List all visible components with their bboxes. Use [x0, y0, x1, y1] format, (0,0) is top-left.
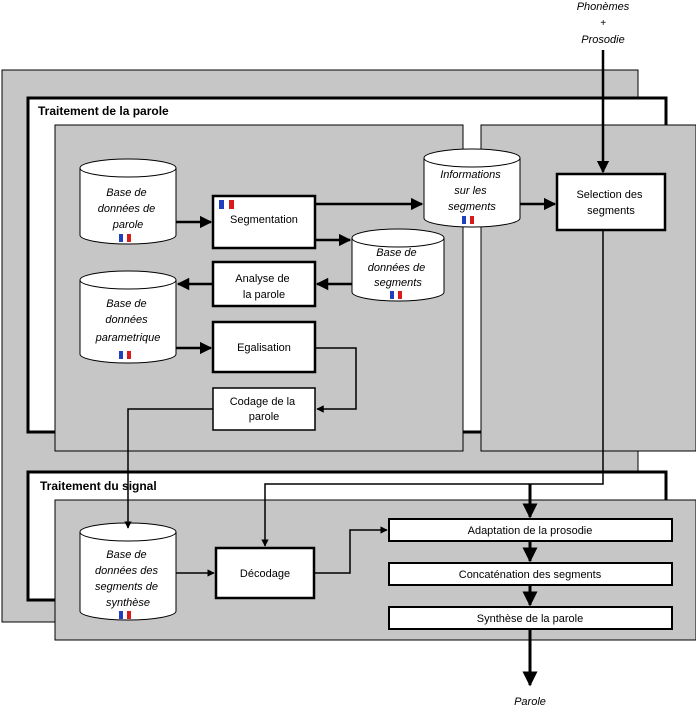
speech-output-label: Parole [514, 696, 546, 708]
parametric-database: Base de données parametrique [79, 270, 177, 364]
svg-text:Egalisation: Egalisation [237, 342, 291, 354]
arrow-selection-to-decoding [261, 230, 604, 547]
equalization-box: Egalisation [211, 320, 317, 374]
speech-processing-title: Traitement de la parole [38, 104, 169, 118]
svg-text:Base de données de: Base de données de parole [98, 187, 159, 231]
phonemes-label: Phonèmes [577, 1, 630, 13]
synthesis-box: Synthèse de la parole [388, 606, 673, 630]
flag-icon [119, 351, 131, 359]
svg-text:Synthèse de la parole: Synthèse de la parole [477, 613, 583, 625]
svg-text:Adaptation de la prosodie: Adaptation de la prosodie [468, 525, 593, 537]
svg-text:Base de données des: Base de données des segments de synthèse [95, 549, 161, 609]
speech-database: Base de données de parole [79, 158, 177, 245]
synthesis-segment-database: Base de données des segments de synthèse [79, 522, 177, 621]
svg-text:Base de données pa: Base de données parametrique [95, 298, 161, 344]
arrow-coding-to-synthdb [124, 408, 213, 529]
svg-text:Base de données de: Base de données de segments [368, 247, 429, 289]
segment-info-database: Informations sur les segments [423, 148, 521, 228]
svg-text:Décodage: Décodage [240, 568, 290, 580]
flag-icon [462, 216, 474, 224]
flag-icon [219, 200, 234, 209]
flag-icon [119, 234, 131, 242]
analysis-box: Analyse de la parole [211, 260, 317, 308]
segment-database: Base de données de segments [351, 228, 445, 302]
flag-icon [119, 611, 131, 619]
flag-icon [390, 291, 402, 299]
coding-box: Codage de la parole [212, 387, 316, 431]
concatenation-box: Concaténation des segments [388, 562, 673, 586]
prosody-adaptation-box: Adaptation de la prosodie [388, 518, 673, 542]
svg-text:Concaténation des segments: Concaténation des segments [459, 569, 602, 581]
svg-text:Informations sur les: Informations sur les segments [440, 169, 504, 213]
svg-text:Selection des segments: Selection des segments [576, 189, 645, 217]
selection-box: Selection des segments [555, 172, 667, 232]
signal-processing-title: Traitement du signal [40, 479, 157, 493]
decoding-box: Décodage [214, 546, 316, 600]
connectors [124, 50, 610, 687]
svg-text:Analyse de la parole: Analyse de la parole [235, 273, 293, 301]
svg-text:Codage de la parole: Codage de la parole [230, 396, 299, 423]
segmentation-box: Segmentation [211, 194, 317, 250]
prosody-label: Prosodie [581, 34, 624, 46]
arrow-decoding-to-adaptation [314, 526, 388, 574]
arrow-equalization-to-coding [315, 347, 357, 413]
svg-text:Segmentation: Segmentation [230, 214, 298, 226]
plus-label: + [600, 18, 606, 29]
